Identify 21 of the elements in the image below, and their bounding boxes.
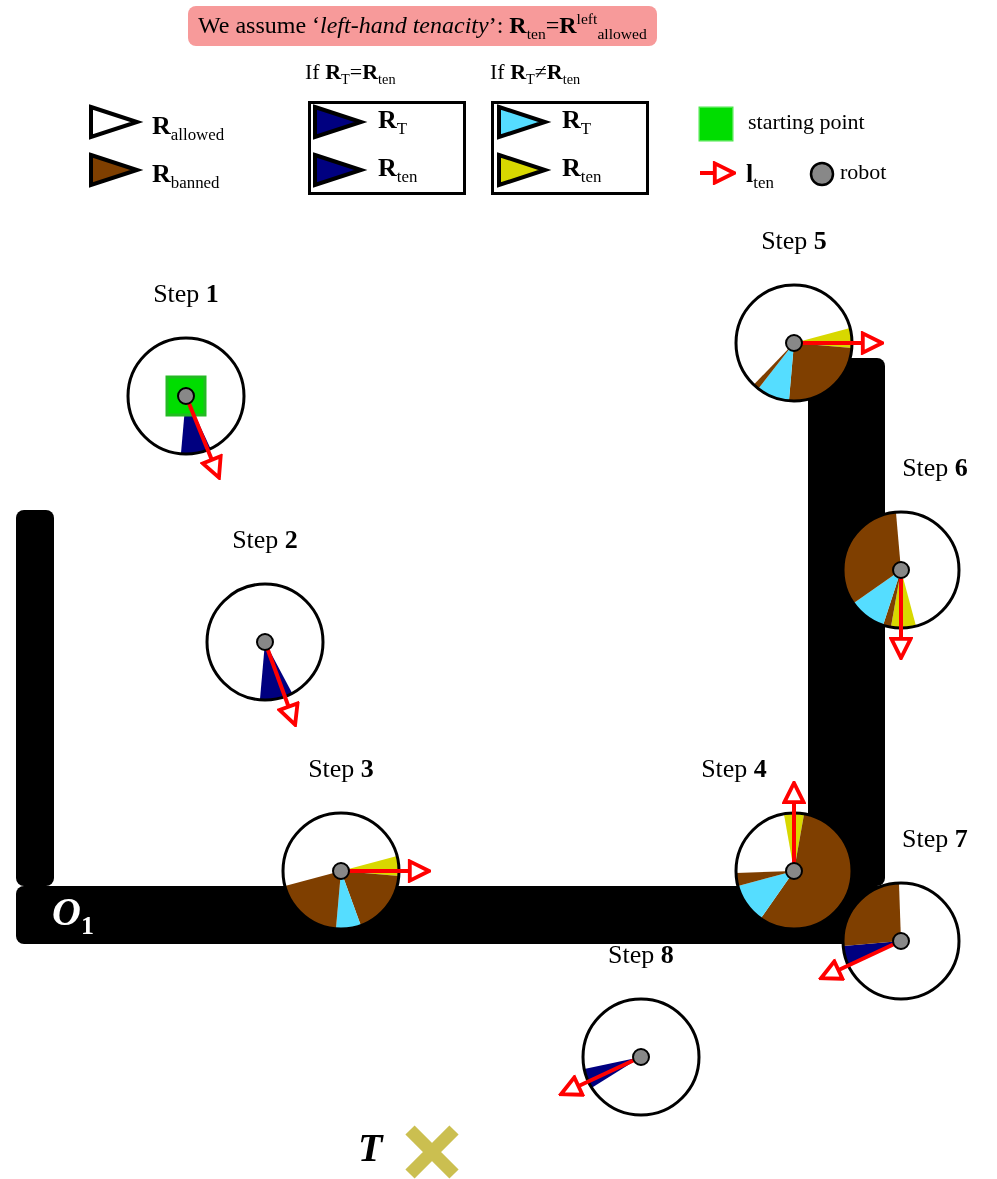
target-label: T <box>358 1126 383 1170</box>
legend-label: R$_{allowed}$ <box>152 112 225 145</box>
step-label: Step 7 <box>902 825 968 854</box>
group-heading: If R$_{T}$≠R$_{ten}$ <box>490 60 581 89</box>
step-label: Step 6 <box>902 454 968 483</box>
legend-label: robot <box>840 160 887 185</box>
legend-label: R$_{T}$ <box>378 106 408 139</box>
legend-label: R$_{ten}$ <box>378 154 418 187</box>
step-label: Step 5 <box>761 227 827 256</box>
legend-label: R$_{ten}$ <box>562 154 602 187</box>
step-label: Step 8 <box>608 941 674 970</box>
step-label: Step 2 <box>232 526 298 555</box>
step-label: Step 4 <box>701 755 767 784</box>
legend-label: starting point <box>748 110 865 135</box>
group-heading: If R$_{T}$=R$_{ten}$ <box>305 60 396 89</box>
obstacle-label: O$_{1}$ <box>52 890 94 941</box>
legend-label: R$_{T}$ <box>562 106 592 139</box>
legend-label: l$_{ten}$ <box>746 160 774 193</box>
legend-label: R$_{banned}$ <box>152 160 220 193</box>
step-label: Step 3 <box>308 755 374 784</box>
step-label: Step 1 <box>153 280 219 309</box>
